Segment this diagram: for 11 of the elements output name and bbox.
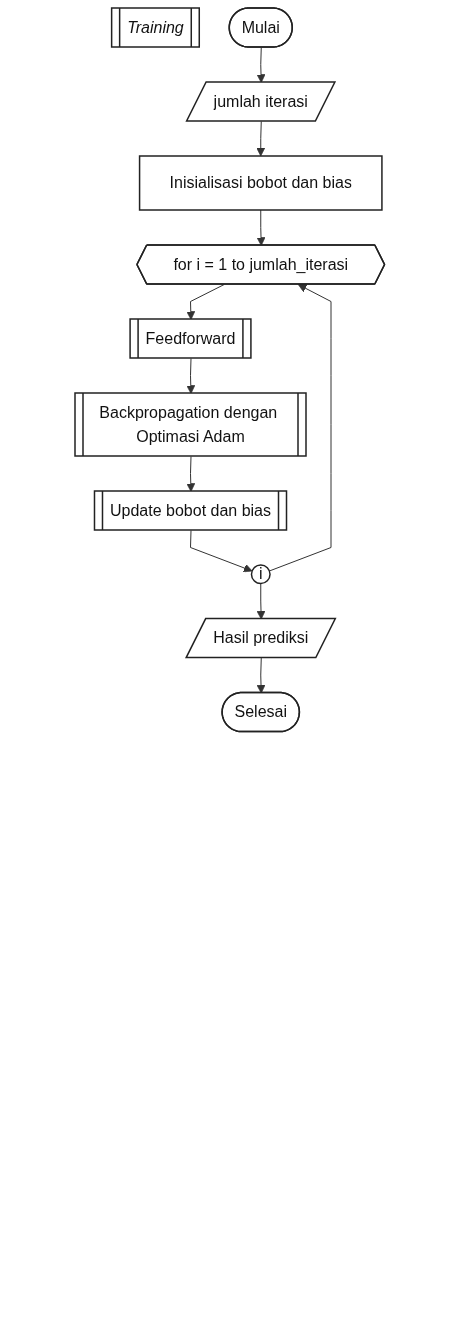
node-circle: i <box>250 564 271 585</box>
node-box: Inisialisasi bobot dan bias <box>139 155 383 211</box>
arrow <box>256 209 266 246</box>
arrow <box>190 530 253 573</box>
arrow <box>186 284 225 320</box>
arrow <box>256 657 266 694</box>
arrow <box>186 456 196 492</box>
arrow <box>186 358 196 394</box>
arrow <box>269 284 332 572</box>
arrow <box>256 121 266 157</box>
arrow <box>256 47 266 83</box>
